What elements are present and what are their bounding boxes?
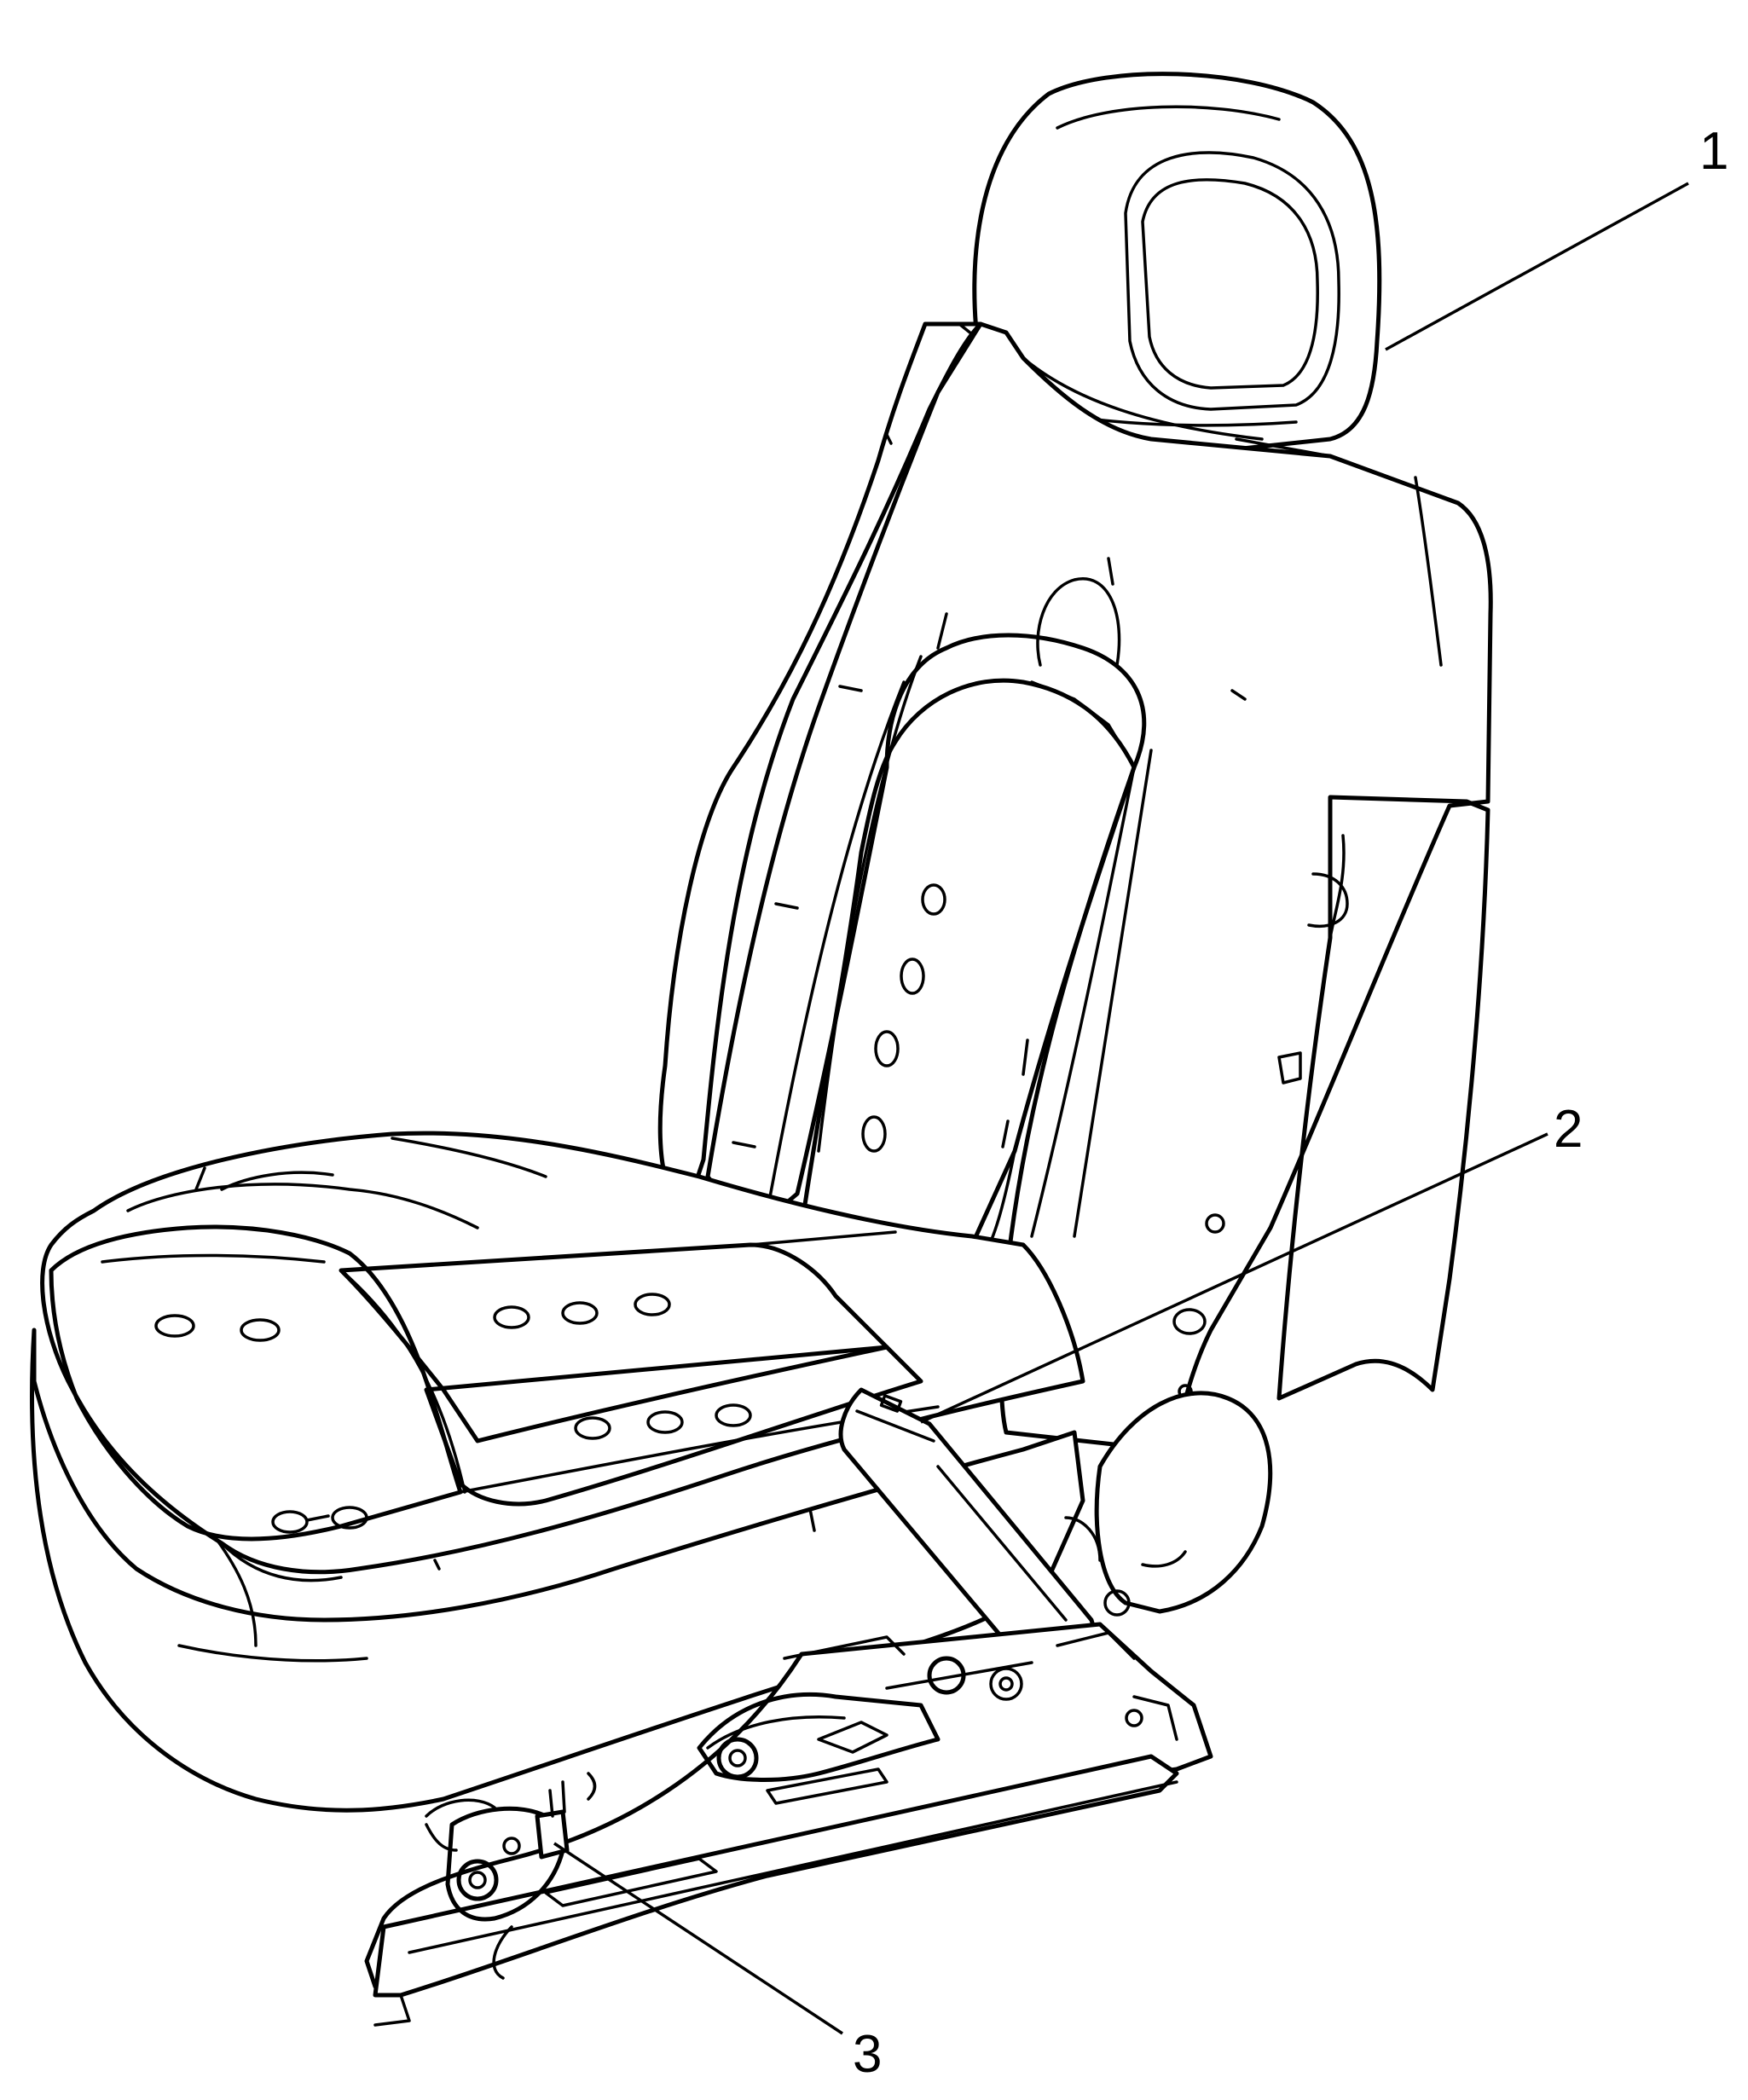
callout-2-label: 2 — [1554, 1100, 1583, 1159]
callout-3: 3 — [553, 1842, 882, 2084]
seat-track — [364, 1622, 1213, 2027]
recliner-cover — [1064, 1391, 1273, 1617]
seatback — [657, 321, 1493, 1452]
callout-1-label: 1 — [1699, 122, 1728, 181]
callout-1: 1 — [1385, 122, 1728, 351]
callout-2: 2 — [920, 1100, 1583, 1424]
callout-3-label: 3 — [853, 2025, 882, 2084]
